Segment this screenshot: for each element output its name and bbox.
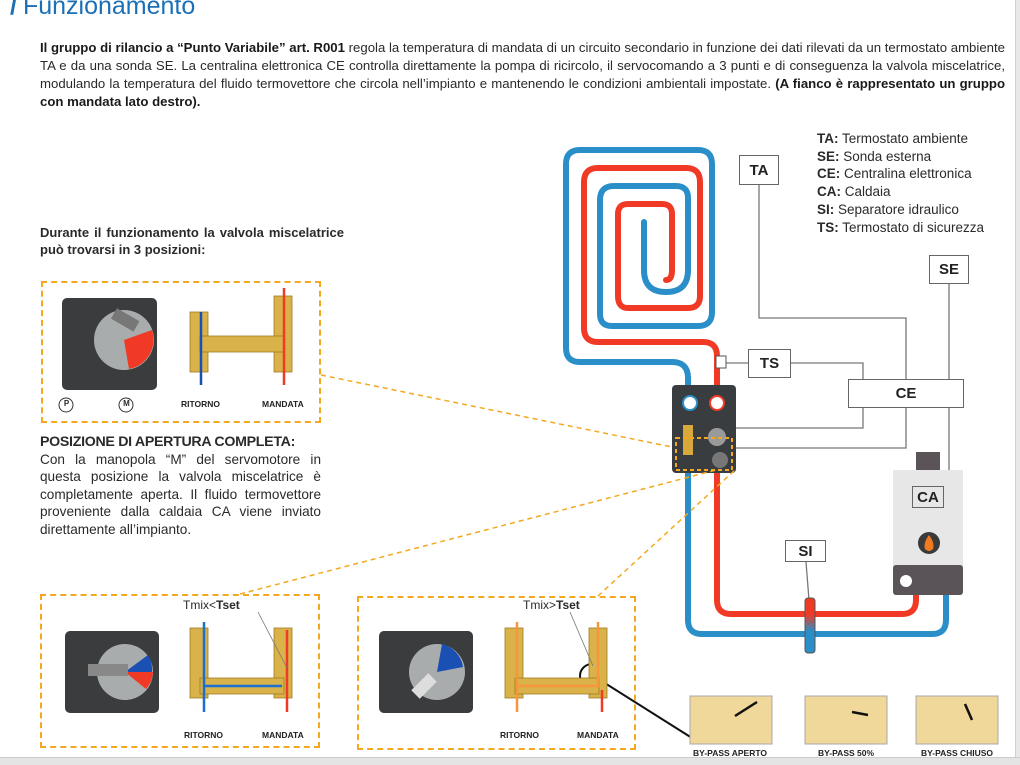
title-text: Funzionamento (22, 0, 196, 20)
tmix-lt-label: Tmix<Tset (183, 598, 240, 612)
mandata-label: MANDATA (262, 399, 304, 409)
tag-se: SE (929, 255, 969, 284)
bypass-pointer (599, 679, 693, 739)
intro-paragraph: Il gruppo di rilancio a “Punto Variabile… (40, 39, 1005, 111)
mandata-label: MANDATA (262, 730, 304, 740)
open-position-text: Con la manopola “M” del servomotore in q… (40, 452, 321, 537)
safety-thermostat-sensor (715, 355, 727, 369)
tag-ce: CE (848, 379, 964, 408)
bottom-bar (0, 757, 1020, 765)
bypass-half-label: BY-PASS 50% (817, 748, 875, 758)
m-label: M (123, 399, 130, 408)
ritorno-label: RITORNO (500, 730, 540, 740)
open-position-block: POSIZIONE DI APERTURA COMPLETA: Con la m… (40, 433, 321, 538)
ritorno-label: RITORNO (181, 399, 221, 409)
open-position-heading: POSIZIONE DI APERTURA COMPLETA: (40, 434, 296, 450)
tag-ts: TS (748, 349, 791, 378)
coil-blue-outer (563, 147, 715, 388)
tag-si: SI (785, 540, 826, 562)
tag-ca: CA (912, 486, 944, 508)
ritorno-label: RITORNO (184, 730, 224, 740)
hydraulic-separator (804, 597, 816, 654)
bypass-open-label: BY-PASS APERTO (693, 748, 767, 758)
legend-item: TA: Termostato ambiente (817, 131, 969, 146)
legend-item: SE: Sonda esterna (817, 148, 932, 164)
intro-lead: Il gruppo di rilancio a “Punto Variabile… (40, 40, 345, 55)
position-mixing-gt-box (357, 596, 636, 750)
flow-arrows (199, 288, 604, 712)
legend-item: CA: Caldaia (817, 184, 891, 200)
page-title: /Funzionamento (10, 0, 195, 21)
control-wires (722, 185, 950, 601)
legend: TA: Termostato ambiente SE: Sonda estern… (817, 130, 984, 236)
bypass-closed-label: BY-PASS CHIUSO (920, 748, 994, 758)
bypass-images (689, 695, 999, 745)
return-pipe (685, 469, 949, 637)
intro-text: regola la temperatura di mandata di un c… (40, 40, 1005, 91)
tag-ta: TA (739, 155, 779, 185)
title-slash-icon: / (10, 0, 17, 20)
actuator-open (58, 298, 157, 413)
flame-icon (924, 535, 934, 551)
intro-tail: (A fianco è rappresentato un gruppo con … (40, 76, 1006, 109)
p-label: P (63, 399, 70, 408)
coil-red (581, 165, 720, 388)
tmix-gt-label: Tmix>Tset (523, 598, 580, 612)
mandata-label: MANDATA (577, 730, 619, 740)
supply-pipe (714, 469, 919, 617)
actuator-mix (65, 631, 159, 713)
positions-intro: Durante il funzionamento la valvola misc… (40, 225, 344, 257)
dashed-connectors (239, 374, 736, 597)
boiler (893, 452, 963, 595)
legend-item: SI: Separatore idraulico (817, 201, 959, 217)
legend-item: CE: Centralina elettronica (817, 166, 972, 182)
page-edge (1015, 0, 1020, 765)
position-mixing-lt-box (40, 594, 320, 748)
position-open-box (41, 281, 321, 423)
pump-group (672, 385, 736, 473)
legend-item: TS: Termostato di sicurezza (817, 219, 985, 235)
actuator-closed (379, 631, 473, 713)
